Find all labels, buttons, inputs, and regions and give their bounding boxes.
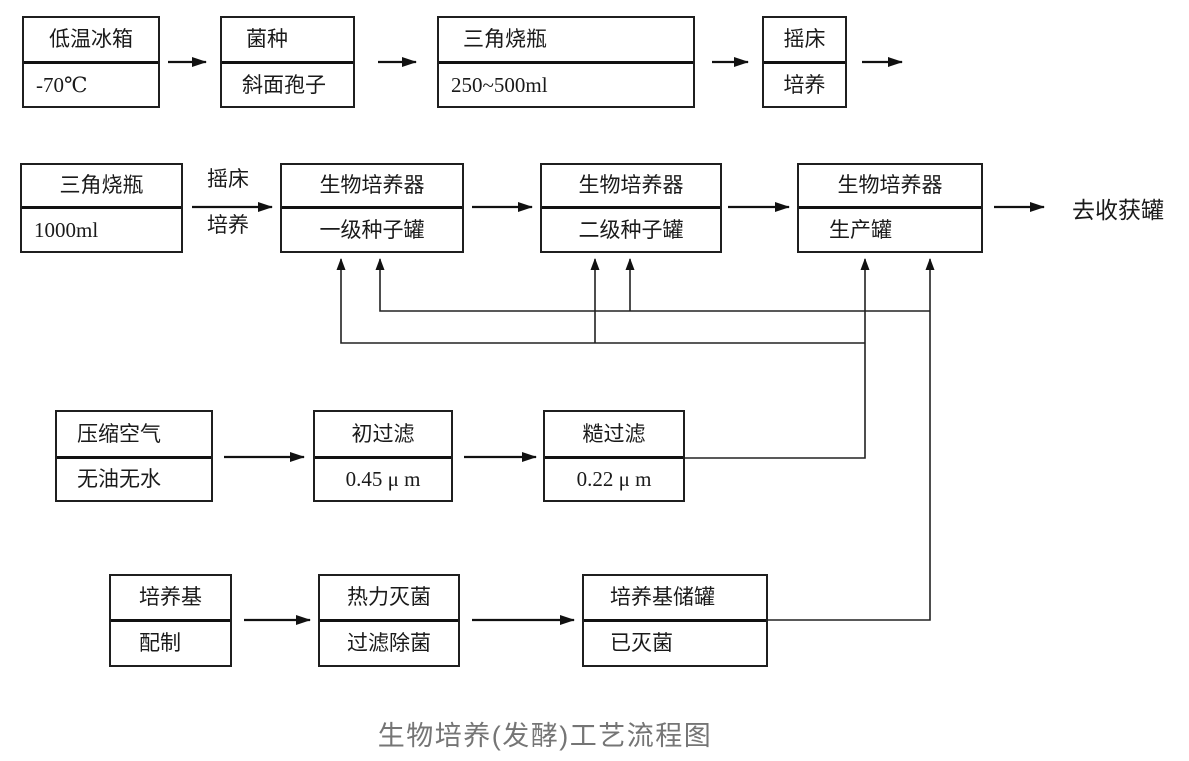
node-erlenmeyer-flask-small-detail: 250~500ml [439,61,693,106]
node-fine-filter-detail: 0.22 μ m [545,456,683,500]
node-erlenmeyer-flask-1000-title: 三角烧瓶 [59,173,144,197]
shaker-culture-label-line1: 摇床 [207,167,249,191]
node-culture-medium: 培养基 配制 [109,574,232,667]
air-line-to-production-tank [685,258,870,459]
node-bioreactor-seed2: 生物培养器 二级种子罐 [540,163,722,253]
node-medium-storage-tank-title: 培养基储罐 [610,585,715,609]
node-bioreactor-seed1-detail: 一级种子罐 [282,206,462,251]
node-fine-filter-title: 糙过滤 [582,421,646,446]
node-medium-storage-tank-detail: 已灭菌 [584,619,766,665]
node-compressed-air: 压缩空气 无油无水 [55,410,213,502]
node-medium-storage-tank: 培养基储罐 已灭菌 [582,574,768,667]
node-heat-sterilization-title: 热力灭菌 [347,585,431,609]
node-strain-title: 菌种 [246,27,288,51]
node-erlenmeyer-flask-small-title: 三角烧瓶 [463,27,547,51]
diagram-title: 生物培养(发酵)工艺流程图 [377,721,713,751]
node-erlenmeyer-flask-small: 三角烧瓶 250~500ml [437,16,695,108]
medium-line-to-production-tank [768,258,935,621]
node-erlenmeyer-flask-1000: 三角烧瓶 1000ml [20,163,183,253]
shaker-culture-label: 摇床 培养 [196,166,260,240]
node-shaker: 摇床 培养 [762,16,847,108]
node-low-temp-freezer: 低温冰箱 -70℃ [22,16,160,108]
medium-bus-to-seed1 [375,258,930,312]
node-low-temp-freezer-title: 低温冰箱 [49,27,133,51]
shaker-culture-label-line2: 培养 [207,213,249,238]
node-prefilter: 初过滤 0.45 μ m [313,410,453,502]
node-bioreactor-seed1: 生物培养器 一级种子罐 [280,163,464,253]
node-bioreactor-seed2-title: 生物培养器 [578,173,684,197]
node-strain: 菌种 斜面孢子 [220,16,355,108]
node-fine-filter: 糙过滤 0.22 μ m [543,410,685,502]
node-bioreactor-production-title: 生物培养器 [837,173,943,197]
node-strain-detail: 斜面孢子 [222,61,353,106]
node-compressed-air-title: 压缩空气 [77,421,161,446]
node-prefilter-detail: 0.45 μ m [315,456,451,500]
to-harvest-tank-label: 去收获罐 [1072,198,1164,223]
node-erlenmeyer-flask-1000-detail: 1000ml [22,206,181,251]
node-bioreactor-production-detail: 生产罐 [799,206,981,251]
node-low-temp-freezer-detail: -70℃ [24,61,158,106]
node-bioreactor-seed2-detail: 二级种子罐 [542,206,720,251]
node-culture-medium-detail: 配制 [111,619,230,665]
node-shaker-title: 摇床 [783,27,826,51]
node-prefilter-title: 初过滤 [351,421,415,446]
node-shaker-detail: 培养 [764,61,845,106]
node-culture-medium-title: 培养基 [139,585,202,609]
node-heat-sterilization: 热力灭菌 过滤除菌 [318,574,460,667]
node-bioreactor-production: 生物培养器 生产罐 [797,163,983,253]
node-heat-sterilization-detail: 过滤除菌 [320,619,458,665]
air-bus-to-seed1 [336,258,865,344]
node-compressed-air-detail: 无油无水 [57,456,211,500]
node-bioreactor-seed1-title: 生物培养器 [319,173,425,197]
